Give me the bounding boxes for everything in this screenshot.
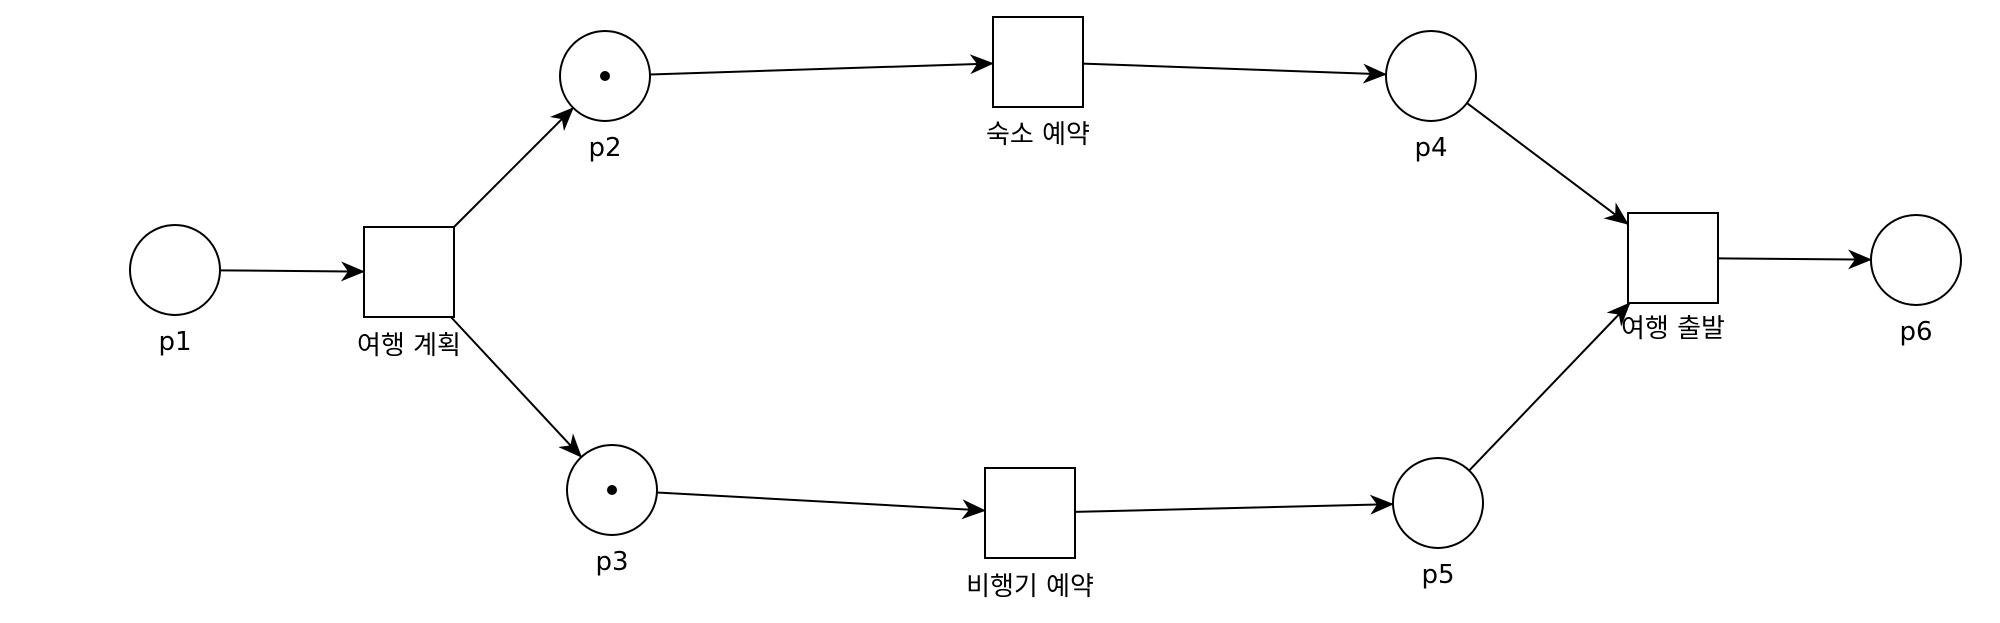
arc-p5-to-t4 bbox=[1468, 302, 1631, 472]
arcs bbox=[219, 54, 1873, 520]
transition-t3 bbox=[984, 467, 1076, 559]
arc-p1-to-t1 bbox=[219, 261, 365, 282]
place-label-p6: p6 bbox=[1899, 317, 1932, 347]
place-label-p5: p5 bbox=[1421, 560, 1454, 590]
arc-t4-to-p6 bbox=[1717, 249, 1873, 270]
arc-t1-to-p3 bbox=[450, 316, 583, 458]
nodes bbox=[129, 16, 1962, 559]
arc-p3-to-t3 bbox=[656, 491, 986, 520]
place-label-p4: p4 bbox=[1414, 133, 1447, 163]
place-p1 bbox=[129, 224, 221, 316]
transition-t1 bbox=[363, 226, 455, 318]
place-label-p3: p3 bbox=[595, 547, 628, 577]
transition-t2 bbox=[992, 16, 1084, 108]
arc-p2-to-t2 bbox=[649, 54, 994, 76]
arc-p4-to-t4 bbox=[1466, 102, 1629, 225]
arc-t2-to-p4 bbox=[1082, 62, 1388, 84]
place-p6 bbox=[1870, 214, 1962, 306]
transition-label-t2: 숙소 예약 bbox=[986, 120, 1090, 150]
transition-t4 bbox=[1627, 212, 1719, 304]
place-p5 bbox=[1392, 457, 1484, 549]
arc-t3-to-p5 bbox=[1074, 494, 1395, 515]
transition-label-t3: 비행기 예약 bbox=[966, 572, 1094, 602]
transition-label-t4: 여행 출발 bbox=[1621, 314, 1725, 344]
token-p2 bbox=[600, 71, 610, 81]
place-p4 bbox=[1385, 30, 1477, 122]
token-p3 bbox=[607, 485, 617, 495]
arc-t1-to-p2 bbox=[453, 107, 574, 228]
place-label-p2: p2 bbox=[588, 133, 621, 163]
place-label-p1: p1 bbox=[158, 327, 191, 357]
transition-label-t1: 여행 계획 bbox=[357, 331, 461, 361]
